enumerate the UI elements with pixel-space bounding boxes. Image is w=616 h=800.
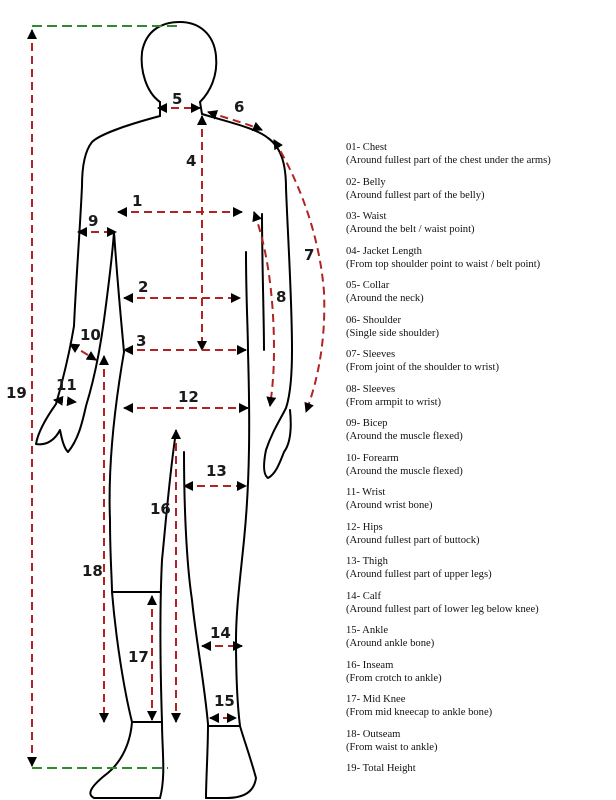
legend-item: 16- Inseam(From crotch to ankle) xyxy=(346,659,614,694)
legend-note: (From top shoulder point to waist / belt… xyxy=(346,258,541,270)
legend-item: 15- Ankle (Around ankle bone) xyxy=(346,624,614,659)
legend-item: 11- Wrist (Around wrist bone) xyxy=(346,486,614,521)
marker-4: 4 xyxy=(186,152,196,170)
legend-item: 09- Bicep (Around the muscle flexed) xyxy=(346,417,614,452)
guide-11-wrist xyxy=(53,395,77,407)
legend-note: (From joint of the shoulder to wrist) xyxy=(346,362,500,373)
legend-title: 18- Outseam xyxy=(346,728,401,740)
legend-note: (Around ankle bone) xyxy=(346,638,435,649)
measurement-legend: 01- Chest (Around fullest part of the che… xyxy=(346,141,614,797)
marker-7: 7 xyxy=(304,246,314,264)
legend-item: 02- Belly(Around fullest part of the bel… xyxy=(346,176,614,211)
legend-note: (Around the muscle flexed) xyxy=(346,431,463,442)
legend-item: 05- Collar (Around the neck) xyxy=(346,279,614,314)
body-measurement-diagram: 1 2 3 4 5 6 7 8 9 10 11 12 13 14 15 16 1… xyxy=(6,21,326,799)
marker-5: 5 xyxy=(172,90,182,108)
legend-title: 15- Ankle xyxy=(346,625,389,636)
legend-item: 06- Shoulder(Single side shoulder) xyxy=(346,314,614,349)
guide-10-forearm xyxy=(69,343,97,361)
marker-3: 3 xyxy=(136,332,146,350)
legend-title: 13- Thigh xyxy=(346,556,388,567)
legend-note: (Around fullest part of buttock) xyxy=(346,534,480,546)
legend-note: (Around wrist bone) xyxy=(346,500,433,511)
legend-note: (Around fullest part of lower leg below … xyxy=(346,603,539,615)
legend-item: 17- Mid Knee (From mid kneecap to ankle b… xyxy=(346,693,614,728)
waist-outline xyxy=(113,231,249,353)
marker-16: 16 xyxy=(150,500,171,518)
guide-7-sleeves xyxy=(273,139,326,413)
legend-title: 02- Belly xyxy=(346,176,386,188)
legend-note: (Around the belt / waist point) xyxy=(346,224,475,235)
marker-6: 6 xyxy=(234,98,244,116)
ankle-line xyxy=(131,721,241,727)
legend-item: 12- Hips(Around fullest part of buttock) xyxy=(346,521,614,556)
right-leg-outline xyxy=(205,351,257,799)
legend-title: 06- Shoulder xyxy=(346,314,402,326)
legend-item: 18- Outseam(From waist to ankle) xyxy=(346,728,614,763)
marker-12: 12 xyxy=(178,388,199,406)
legend-title: 01- Chest xyxy=(346,142,387,153)
legend-item: 08- Sleeves(From armpit to wrist) xyxy=(346,383,614,418)
legend-note: (From mid kneecap to ankle bone) xyxy=(346,707,493,718)
legend-title: 05- Collar xyxy=(346,280,390,291)
legend-note: (Around the muscle flexed) xyxy=(346,465,463,477)
measurement-guides xyxy=(27,29,326,767)
marker-8: 8 xyxy=(276,288,286,306)
legend-title: 11- Wrist xyxy=(346,487,386,498)
legend-title: 09- Bicep xyxy=(346,418,388,429)
marker-19: 19 xyxy=(6,384,27,402)
guide-6-shoulder xyxy=(207,110,263,132)
legend-item: 03- Waist (Around the belt / waist point) xyxy=(346,210,614,245)
legend-title: 12- Hips xyxy=(346,521,383,533)
legend-note: (Around fullest part of the belly) xyxy=(346,189,485,201)
marker-15: 15 xyxy=(214,692,235,710)
legend-item: 04- Jacket Length(From top shoulder poin… xyxy=(346,245,614,280)
legend-item: 07- Sleeves (From joint of the shoulder t… xyxy=(346,348,614,383)
marker-13: 13 xyxy=(206,462,227,480)
marker-1: 1 xyxy=(132,192,142,210)
legend-title: 03- Waist xyxy=(346,211,387,222)
legend-item: 01- Chest (Around fullest part of the che… xyxy=(346,141,614,176)
legend-title: 08- Sleeves xyxy=(346,383,396,395)
legend-item: 19- Total Height xyxy=(346,762,614,797)
head-outline xyxy=(140,21,218,103)
legend-note: (From waist to ankle) xyxy=(346,741,438,753)
legend-note: (From armpit to wrist) xyxy=(346,396,442,408)
legend-item: 13- Thigh (Around fullest part of upper l… xyxy=(346,555,614,590)
marker-14: 14 xyxy=(210,624,231,642)
legend-note: (Around fullest part of upper legs) xyxy=(346,569,492,580)
legend-title: 07- Sleeves xyxy=(346,349,396,360)
measurement-markers: 1 2 3 4 5 6 7 8 9 10 11 12 13 14 15 16 1… xyxy=(6,90,314,710)
legend-note: (Around fullest part of the chest under … xyxy=(346,155,551,166)
marker-2: 2 xyxy=(138,278,148,296)
height-guides xyxy=(32,25,180,769)
legend-title: 17- Mid Knee xyxy=(346,694,406,705)
marker-17: 17 xyxy=(128,648,149,666)
left-leg-outline xyxy=(89,351,161,799)
marker-18: 18 xyxy=(82,562,103,580)
inner-leg-outline xyxy=(159,431,209,799)
legend-title: 10- Forearm xyxy=(346,452,399,464)
marker-10: 10 xyxy=(80,326,101,344)
legend-title: 04- Jacket Length xyxy=(346,245,422,257)
legend-title: 14- Calf xyxy=(346,590,382,602)
legend-note: (From crotch to ankle) xyxy=(346,672,442,684)
body-outline xyxy=(35,21,293,799)
marker-11: 11 xyxy=(56,376,77,394)
legend-item: 10- Forearm(Around the muscle flexed) xyxy=(346,452,614,487)
legend-title: 16- Inseam xyxy=(346,659,394,671)
guide-8-sleeves xyxy=(252,211,277,407)
legend-title: 19- Total Height xyxy=(346,763,416,774)
legend-note: (Around the neck) xyxy=(346,293,424,304)
legend-note: (Single side shoulder) xyxy=(346,327,439,339)
marker-9: 9 xyxy=(88,212,98,230)
legend-item: 14- Calf(Around fullest part of lower le… xyxy=(346,590,614,625)
